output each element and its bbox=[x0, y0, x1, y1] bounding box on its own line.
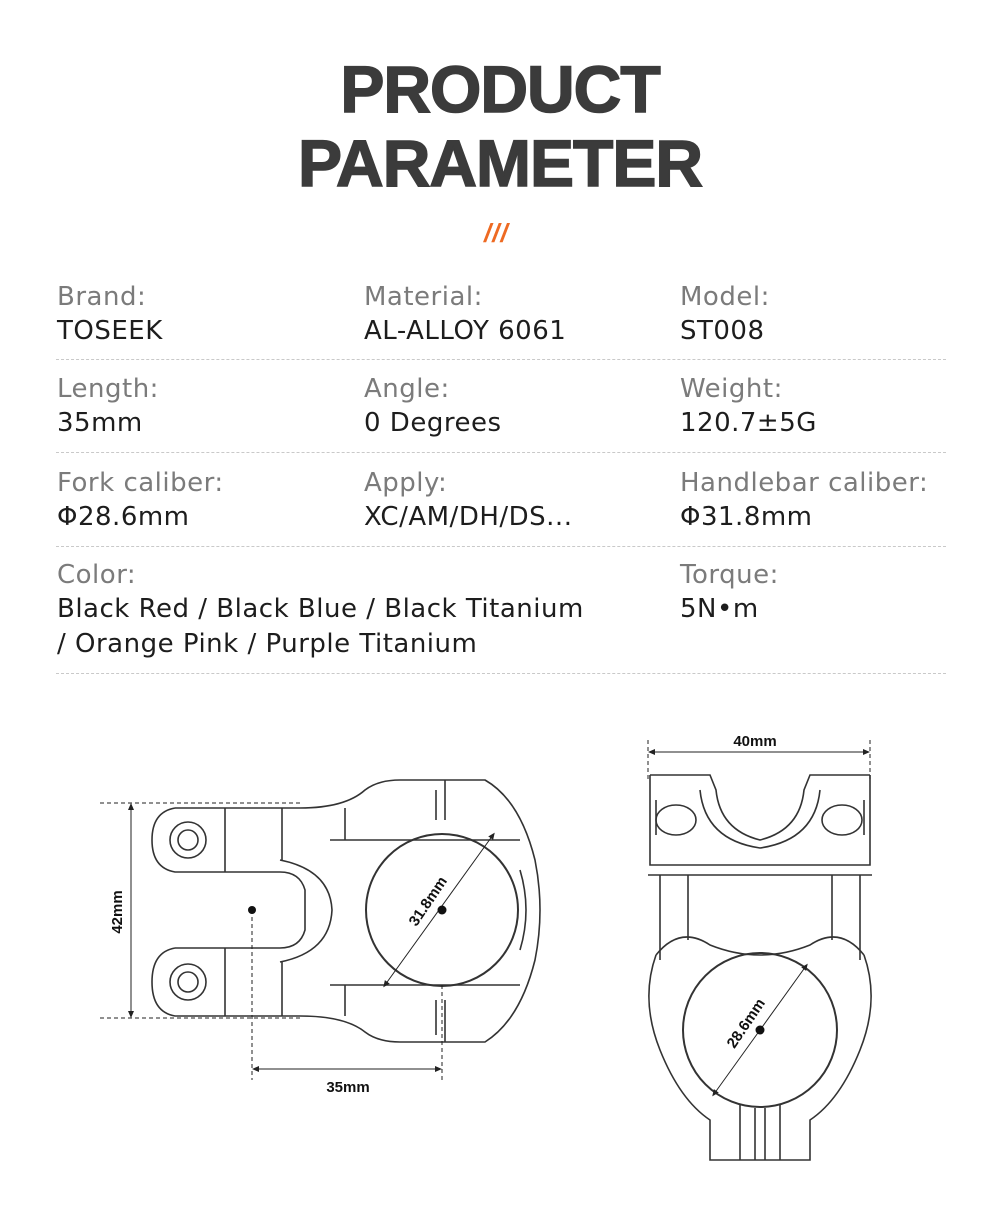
length-dimension-label: 35mm bbox=[326, 1079, 369, 1096]
accent-slashes: /// bbox=[484, 218, 509, 248]
param-torque: Torque: 5N•m bbox=[680, 558, 779, 627]
brand-label: Brand: bbox=[57, 282, 147, 312]
steerer-center-dot bbox=[755, 1025, 765, 1035]
param-brand: Brand: TOSEEK bbox=[57, 280, 163, 349]
handlebar-caliber-value: Φ31.8mm bbox=[680, 502, 813, 532]
row-separator bbox=[56, 546, 946, 547]
apply-label: Apply: bbox=[364, 468, 448, 498]
fork-caliber-label: Fork caliber: bbox=[57, 468, 224, 498]
weight-label: Weight: bbox=[680, 374, 783, 404]
steerer-clamp-dimension-label: 28.6mm bbox=[724, 996, 769, 1052]
row-separator bbox=[56, 359, 946, 360]
length-value: 35mm bbox=[57, 408, 143, 438]
angle-label: Angle: bbox=[364, 374, 450, 404]
side-reference-dot bbox=[248, 906, 256, 914]
side-view-dimensions bbox=[100, 802, 495, 1080]
clamp-center-dot bbox=[437, 905, 447, 915]
color-value-line-2: / Orange Pink / Purple Titanium bbox=[57, 629, 478, 659]
param-weight: Weight: 120.7±5G bbox=[680, 372, 817, 441]
param-model: Model: ST008 bbox=[680, 280, 770, 349]
title-line-2: PARAMETER bbox=[297, 126, 704, 200]
param-length: Length: 35mm bbox=[57, 372, 159, 441]
color-label: Color: bbox=[57, 560, 137, 590]
brand-value: TOSEEK bbox=[57, 316, 163, 346]
param-apply: Apply: XC/AM/DH/DS... bbox=[364, 466, 572, 535]
model-label: Model: bbox=[680, 282, 770, 312]
torque-label: Torque: bbox=[680, 560, 779, 590]
color-value-line-1: Black Red / Black Blue / Black Titanium bbox=[57, 594, 584, 624]
weight-value: 120.7±5G bbox=[680, 408, 817, 438]
row-separator bbox=[56, 452, 946, 453]
material-label: Material: bbox=[364, 282, 483, 312]
apply-value: XC/AM/DH/DS... bbox=[364, 502, 573, 532]
angle-value: 0 Degrees bbox=[364, 408, 502, 438]
model-value: ST008 bbox=[680, 316, 765, 346]
param-material: Material: AL-ALLOY 6061 bbox=[364, 280, 566, 349]
param-color: Color: Black Red / Black Blue / Black Ti… bbox=[57, 558, 584, 662]
height-dimension-label: 42mm bbox=[109, 890, 126, 933]
param-fork-caliber: Fork caliber: Φ28.6mm bbox=[57, 466, 224, 535]
material-value: AL-ALLOY 6061 bbox=[364, 316, 567, 346]
row-separator bbox=[56, 673, 946, 674]
length-label: Length: bbox=[57, 374, 159, 404]
stem-front-view bbox=[648, 774, 872, 1161]
handlebar-clamp-dimension-label: 31.8mm bbox=[406, 874, 451, 930]
stem-side-view bbox=[151, 779, 541, 1043]
width-dimension-label: 40mm bbox=[733, 733, 776, 750]
param-handlebar-caliber: Handlebar caliber: Φ31.8mm bbox=[680, 466, 928, 535]
torque-value: 5N•m bbox=[680, 594, 759, 624]
handlebar-caliber-label: Handlebar caliber: bbox=[680, 468, 929, 498]
fork-caliber-value: Φ28.6mm bbox=[57, 502, 190, 532]
title-line-1: PRODUCT bbox=[340, 52, 662, 126]
param-angle: Angle: 0 Degrees bbox=[364, 372, 501, 441]
